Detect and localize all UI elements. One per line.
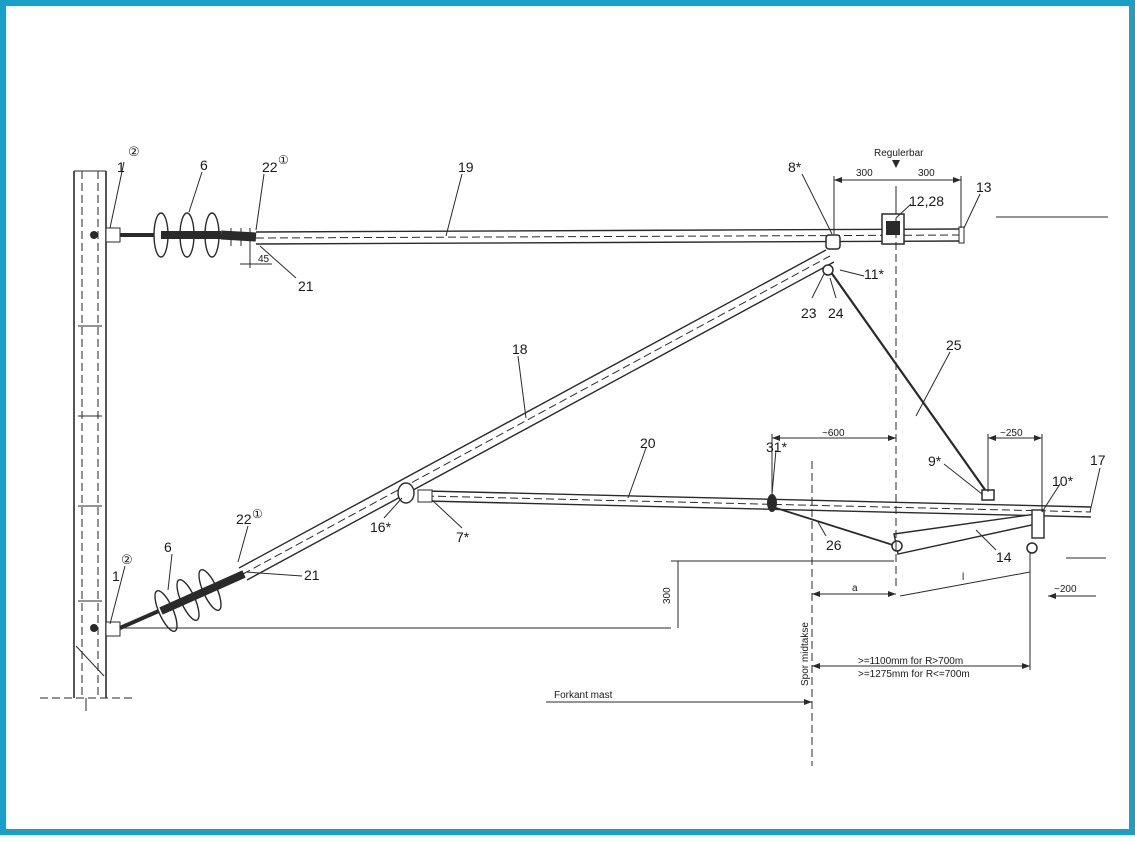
part-number-labels: ② 1 6 22 ① 19 21 8* 12,28 13 11* 23 24 1… — [112, 144, 1106, 584]
label-part-25: 25 — [946, 337, 962, 353]
label-part-19: 19 — [458, 159, 474, 175]
dim-250: ~250 — [1000, 428, 1023, 439]
label-part-22-bottom: 22 — [236, 511, 252, 527]
dim-a: a — [852, 583, 858, 594]
label-part-13: 13 — [976, 179, 992, 195]
diagonal-tube-18 — [238, 249, 835, 581]
cantilever-drawing: ② 1 6 22 ① 19 21 8* 12,28 13 11* 23 24 1… — [40, 144, 1108, 766]
stay-wire-25 — [822, 213, 995, 501]
dim-300-right: 300 — [918, 168, 935, 179]
label-part-26: 26 — [826, 537, 842, 553]
top-tube-19 — [255, 216, 1108, 245]
label-spor-midtakse: Spor midtakse — [800, 622, 811, 686]
label-part-21-bottom: 21 — [304, 567, 320, 583]
label-part-17: 17 — [1090, 452, 1106, 468]
label-part-31: 31* — [766, 439, 788, 455]
construction-lines — [120, 186, 897, 766]
leader-lines — [109, 161, 1101, 625]
label-part-9: 9* — [928, 453, 942, 469]
label-part-10: 10* — [1052, 473, 1074, 489]
label-part-16: 16* — [370, 519, 392, 535]
label-part-22-top-sup: ① — [278, 153, 289, 167]
dim-300-left: 300 — [856, 168, 873, 179]
label-regulerbar: Regulerbar — [874, 148, 924, 159]
label-part-22-top: 22 — [262, 159, 278, 175]
label-part-7: 7* — [456, 529, 470, 545]
dim-l: l — [962, 572, 964, 583]
top-insulator — [90, 212, 257, 258]
label-part-21-top: 21 — [298, 278, 314, 294]
label-part-1-bottom: 1 — [112, 568, 120, 584]
dim-45: 45 — [258, 254, 270, 265]
dimension-labels: Regulerbar 300 300 45 ~600 ~250 300 a l … — [258, 148, 1077, 701]
dimension-lines — [240, 176, 1096, 703]
label-part-2-top: ② — [128, 144, 140, 159]
bottom-insulator — [90, 569, 246, 637]
label-forkant-mast: Forkant mast — [554, 690, 613, 701]
label-part-11: 11* — [864, 266, 885, 282]
dim-300-vertical: 300 — [662, 587, 673, 604]
label-part-2-bottom: ② — [121, 552, 133, 567]
label-part-8: 8* — [788, 159, 802, 175]
steady-arm-14 — [775, 507, 1045, 555]
dim-200: ~200 — [1054, 584, 1077, 595]
label-part-14: 14 — [996, 549, 1012, 565]
dim-600: ~600 — [822, 428, 845, 439]
arrowheads — [772, 160, 1056, 705]
clearance-r-over-700: >=1100mm for R>700m — [858, 656, 963, 667]
label-part-6-top: 6 — [200, 157, 208, 173]
label-part-23: 23 — [801, 305, 817, 321]
label-part-12-28: 12,28 — [909, 193, 944, 209]
label-part-22-bottom-sup: ① — [252, 507, 263, 521]
label-part-18: 18 — [512, 341, 528, 357]
mast — [40, 170, 136, 711]
label-part-20: 20 — [640, 435, 656, 451]
label-part-24: 24 — [828, 305, 844, 321]
clearance-r-under-700: >=1275mm for R<=700m — [858, 669, 970, 680]
label-part-1-top: 1 — [117, 159, 125, 175]
label-part-6-bottom: 6 — [164, 539, 172, 555]
